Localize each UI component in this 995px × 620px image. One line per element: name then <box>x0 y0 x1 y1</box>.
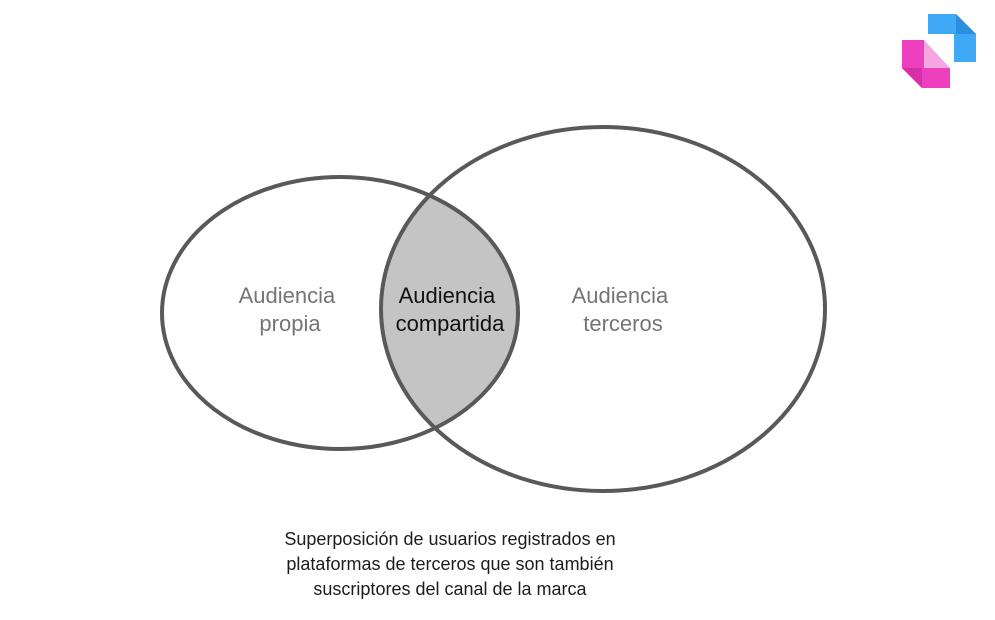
diagram-caption: Superposición de usuarios registrados en… <box>200 527 700 602</box>
intersection-label: Audiencia compartida <box>396 283 506 336</box>
brand-logo-icon <box>902 14 976 88</box>
caption-line: Superposición de usuarios registrados en <box>284 529 616 549</box>
set-own-label: Audiencia propia <box>239 283 342 336</box>
set-third-circle <box>379 125 827 493</box>
caption-line: suscriptores del canal de la marca <box>313 579 587 599</box>
set-own-circle <box>160 175 520 451</box>
set-third-label: Audiencia terceros <box>572 283 675 336</box>
caption-line: plataformas de terceros que son también <box>286 554 614 574</box>
